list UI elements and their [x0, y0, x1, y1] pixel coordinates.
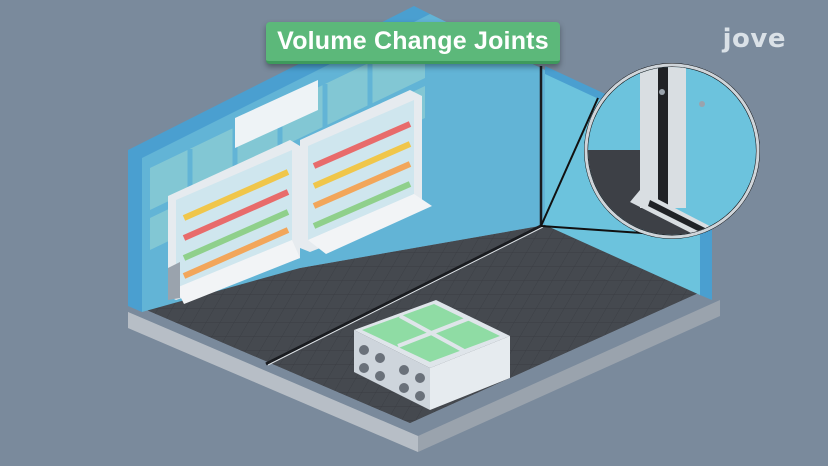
callout-connectors	[540, 97, 657, 235]
refrigerated-shelf-icon	[168, 90, 432, 304]
floor-joint	[265, 224, 542, 366]
chest-freezer-icon	[354, 300, 510, 410]
joint-lines	[265, 66, 544, 366]
shelf-unit-left	[168, 140, 300, 304]
page-title: Volume Change Joints	[266, 22, 560, 64]
shelf-unit-right	[300, 90, 432, 254]
jove-logo: jove	[722, 24, 786, 54]
sign-board	[235, 80, 318, 148]
magnifier-callout-icon	[584, 63, 760, 239]
